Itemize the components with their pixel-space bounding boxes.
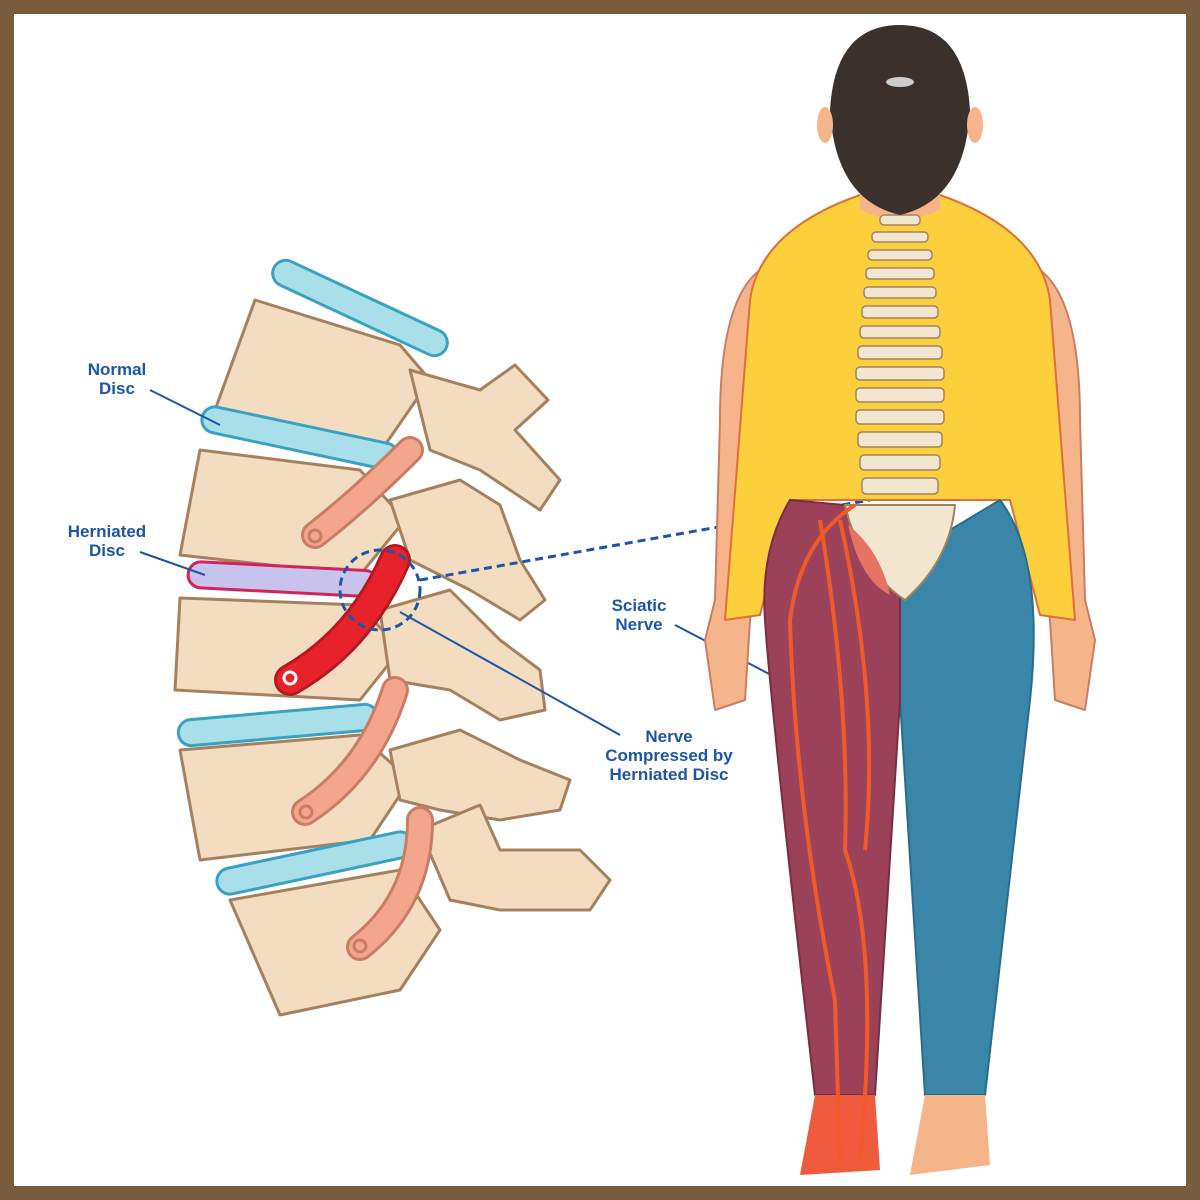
vertebra-1 [213,298,432,447]
inflamed-hip [848,525,890,595]
vertebra-4-process [388,728,572,822]
lumbar-spine-illustration [173,258,612,1017]
head-hair [830,25,970,215]
hair-tie [886,77,914,87]
left-ear [817,107,833,143]
spinal-nerves [274,436,434,961]
right-ear [967,107,983,143]
label-herniated-disc: Herniated Disc [67,522,147,560]
woman-back-view [704,25,1096,1175]
vertebra-2-process [388,478,547,622]
right-foot [910,1095,990,1175]
top-disc [271,258,449,358]
compression-highlight-circle [338,548,422,632]
shirt [724,194,1076,621]
sciatica-diagram: Normal Disc Herniated Disc Nerve Compres… [14,14,1186,1186]
illustration [139,25,1096,1175]
spinal-column [855,214,945,495]
nerve-1-fill [304,439,421,546]
vertebra-2 [178,448,407,577]
nerve-3-fill [294,679,406,823]
nerve-4-fill [349,809,431,958]
label-sciatic-nerve: Sciatic Nerve [611,596,667,634]
label-nerve-compressed: Nerve Compressed by Herniated Disc [605,727,733,784]
vertebra-3-process [378,588,547,722]
right-leg-normal [899,499,1035,1096]
vertebra-1-process [408,363,562,512]
compressed-nerve-fill [277,547,408,693]
vertebra-5-process [418,803,612,912]
sciatic-nerve [788,503,872,1166]
label-normal-disc: Normal Disc [87,360,147,398]
